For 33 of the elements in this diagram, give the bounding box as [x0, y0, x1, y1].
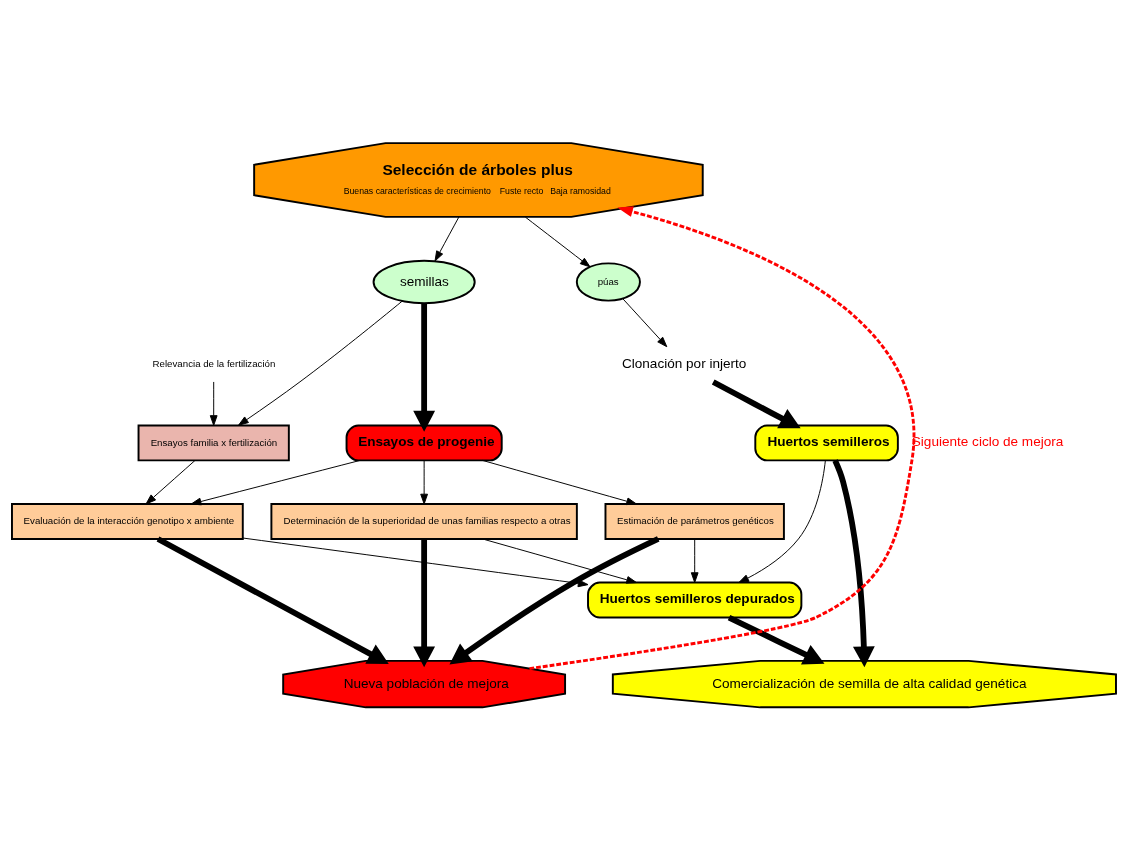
arrow — [156, 536, 389, 664]
arrow — [832, 459, 875, 668]
node-box: Ensayos familia x fertilización — [137, 424, 290, 462]
node-box: Evaluación de la interacción genotipo x ambiente — [11, 503, 244, 540]
arrow — [145, 460, 196, 505]
arrow — [738, 460, 826, 583]
arrow — [711, 379, 801, 429]
arrow — [482, 459, 637, 506]
node-box: Ensayos de progenie — [345, 424, 503, 462]
node-box: Huertos semilleros depurados — [587, 581, 803, 619]
arrow — [727, 615, 825, 665]
arrow — [420, 460, 428, 505]
arrow — [622, 298, 668, 348]
node-text: Clonación por injerto — [621, 356, 747, 372]
node-text: Relevancia de la fertilización — [152, 358, 276, 370]
arrow — [690, 538, 699, 583]
arrow — [524, 216, 591, 268]
edge-label: Siguiente ciclo de mejora — [911, 434, 1064, 450]
arrow — [413, 539, 436, 668]
arrow — [242, 537, 589, 588]
node-box: Estimación de parámetros genéticos — [604, 503, 785, 540]
node-ellipse: púas — [575, 262, 641, 302]
arrow — [238, 300, 403, 426]
arrow — [413, 303, 436, 432]
node-box: Determinación de la superioridad de unas familias respecto a otras — [270, 503, 578, 540]
arrow — [482, 538, 637, 584]
arrow — [434, 216, 460, 262]
arrow — [209, 381, 218, 426]
node-box: Huertos semilleros — [754, 424, 899, 462]
arrow — [529, 206, 916, 671]
arrow — [190, 459, 361, 506]
arrow — [449, 536, 660, 665]
node-ellipse: semillas — [372, 259, 476, 305]
